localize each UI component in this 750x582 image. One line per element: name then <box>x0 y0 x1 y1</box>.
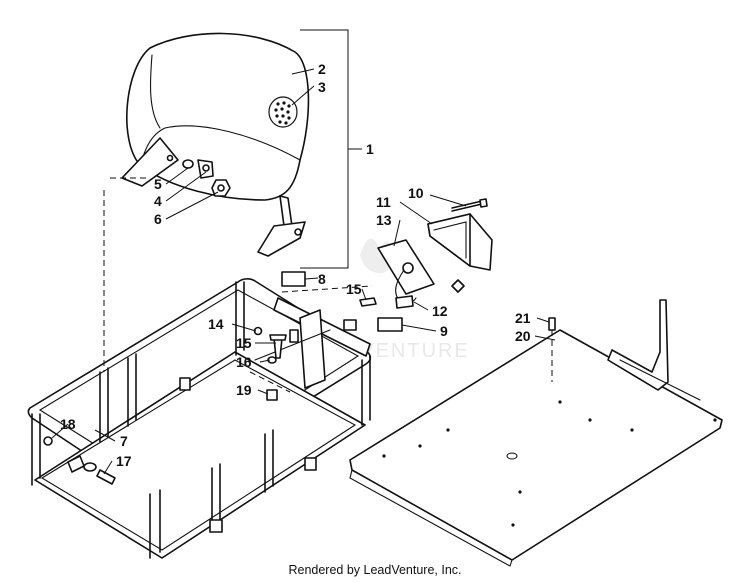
tail-light-assembly <box>377 198 493 309</box>
callout-19: 19 <box>236 382 252 398</box>
callout-4: 4 <box>154 193 162 209</box>
callout-14: 14 <box>208 316 224 332</box>
decal-9 <box>377 317 403 332</box>
callout-11: 11 <box>376 194 391 210</box>
callout-17: 17 <box>116 453 132 469</box>
rack-frame <box>27 177 377 559</box>
backrest-assembly <box>121 29 362 269</box>
callout-12: 12 <box>432 303 448 319</box>
callout-1: 1 <box>366 141 374 157</box>
callout-16: 16 <box>236 354 252 370</box>
leader-lines <box>51 68 556 475</box>
callout-3: 3 <box>318 79 326 95</box>
callout-6: 6 <box>154 211 162 227</box>
callout-2: 2 <box>318 61 326 77</box>
decal-8 <box>281 271 306 287</box>
floor-plate <box>349 299 723 567</box>
callout-18: 18 <box>60 416 76 432</box>
callout-15-lower: 15 <box>236 335 252 351</box>
callout-20: 20 <box>515 328 531 344</box>
callout-8: 8 <box>318 271 326 287</box>
callout-13: 13 <box>376 212 392 228</box>
callout-21: 21 <box>515 310 531 326</box>
callout-10: 10 <box>408 185 424 201</box>
callout-5: 5 <box>154 176 162 192</box>
vent-grille <box>268 96 298 128</box>
rack-uprights <box>31 281 371 559</box>
callout-15-upper: 15 <box>346 281 362 297</box>
footer-credit: Rendered by LeadVenture, Inc. <box>288 563 462 577</box>
callouts: 1 2 3 4 5 6 7 8 9 10 11 13 12 14 15 15 1… <box>60 61 531 469</box>
callout-9: 9 <box>440 323 448 339</box>
callout-7: 7 <box>120 433 128 449</box>
